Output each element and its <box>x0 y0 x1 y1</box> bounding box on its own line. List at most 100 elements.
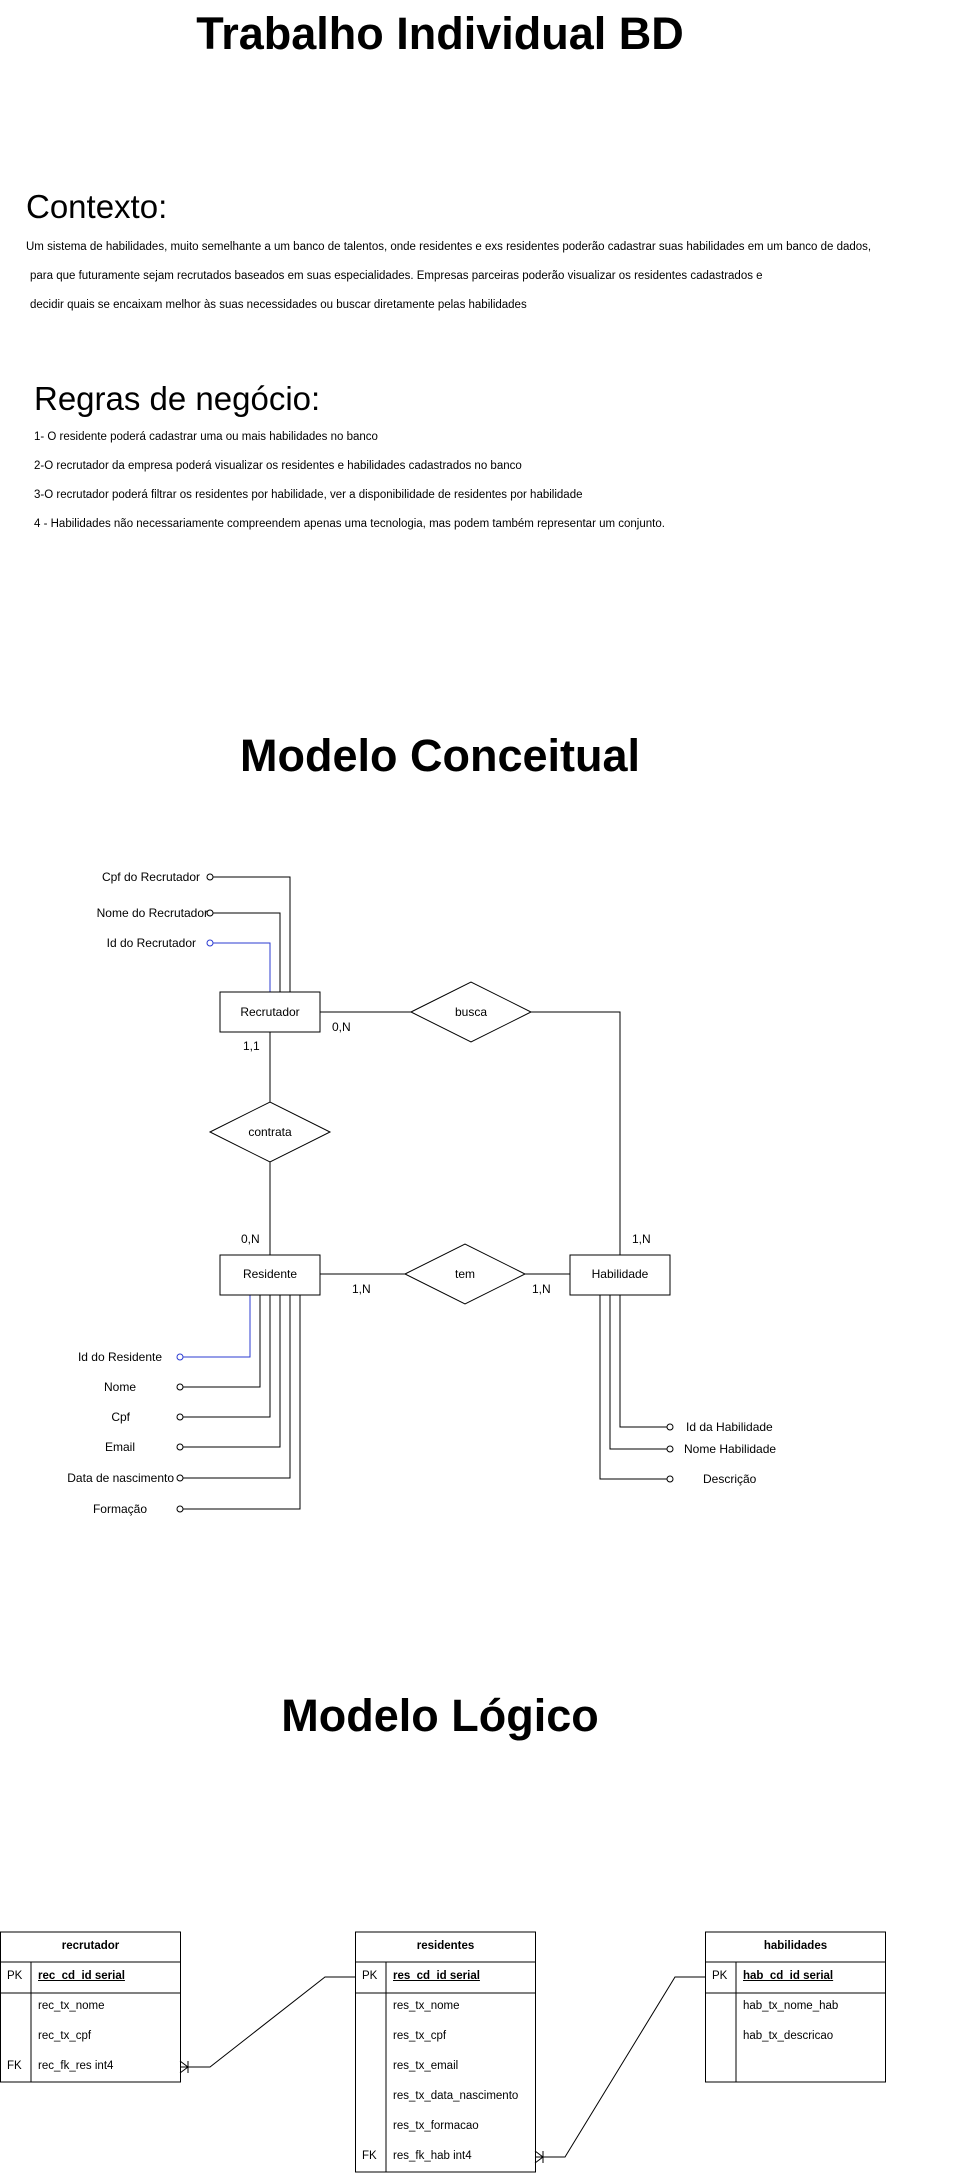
attr-line-nome <box>183 1294 261 1388</box>
entity-residente-label: Residente <box>243 1267 297 1281</box>
attr-dot-nome-recrutador <box>206 909 214 917</box>
attr-dot-cpf-recrutador <box>206 873 214 881</box>
table-recrutador-pk: rec_cd_id serial <box>38 1970 125 1982</box>
entity-recrutador-label: Recrutador <box>240 1005 299 1019</box>
fk-link-residentes-habilidades <box>535 1976 705 2158</box>
conceptual-diagram: Recrutador Residente Habilidade busca co… <box>67 870 776 1516</box>
entity-recrutador <box>219 991 321 1033</box>
context-line-2: para que futuramente sejam recrutados ba… <box>30 270 763 282</box>
entity-habilidade-label: Habilidade <box>592 1267 649 1281</box>
rules-heading: Regras de negócio: <box>34 380 321 417</box>
conceptual-model-title: Modelo Conceitual <box>239 730 640 781</box>
table-residentes-content: residentes PK res_cd_id serial res_tx_no… <box>355 1932 536 2172</box>
attr-line-descricao <box>599 1294 667 1480</box>
attr-dot-formacao <box>176 1505 184 1513</box>
table-habilidades-content: habilidades PK hab_cd_id serial hab_tx_n… <box>705 1932 886 2082</box>
rule-2: 2-O recrutador da empresa poderá visuali… <box>34 460 522 472</box>
table-residentes-col: res_tx_nome <box>393 2000 460 2012</box>
card-habilidade-tem: 1,N <box>532 1282 551 1296</box>
entity-residente <box>219 1254 321 1296</box>
attr-label-cpf: Cpf <box>111 1410 130 1424</box>
table-residentes-col: res_tx_cpf <box>393 2030 447 2042</box>
crowsfoot-residentes <box>534 2150 544 2164</box>
table-recrutador-col: rec_tx_cpf <box>38 2030 92 2042</box>
table-recrutador-title: recrutador <box>61 1940 120 1952</box>
card-residente-contrata: 0,N <box>241 1232 260 1246</box>
attr-line-data-nascimento <box>183 1294 291 1479</box>
relationship-contrata-label: contrata <box>248 1125 292 1139</box>
fk-link-recrutador-residentes <box>180 1976 355 2068</box>
logical-diagram <box>0 1931 886 2173</box>
context-line-1: Um sistema de habilidades, muito semelha… <box>26 241 872 253</box>
logical-model-title: Modelo Lógico <box>281 1690 599 1741</box>
attr-dot-nome-habilidade <box>666 1445 674 1453</box>
rule-1: 1- O residente poderá cadastrar uma ou m… <box>34 431 378 443</box>
attr-dot-cpf <box>176 1413 184 1421</box>
attr-dot-id-recrutador <box>206 939 214 947</box>
attr-label-formacao: Formação <box>93 1502 147 1516</box>
table-recrutador-col: rec_tx_nome <box>38 2000 105 2012</box>
attr-line-cpf <box>183 1294 271 1418</box>
page-title: Trabalho Individual BD <box>196 8 684 59</box>
table-habilidades-col: hab_tx_descricao <box>743 2030 834 2042</box>
table-recrutador-fk: rec_fk_res int4 <box>38 2060 114 2072</box>
table-habilidades-pk: hab_cd_id serial <box>743 1970 834 1982</box>
attr-line-email <box>183 1294 281 1448</box>
table-residentes-title: residentes <box>416 1940 475 1952</box>
attr-label-cpf-recrutador: Cpf do Recrutador <box>102 870 200 884</box>
card-residente-tem: 1,N <box>352 1282 371 1296</box>
attr-label-data-nascimento: Data de nascimento <box>67 1471 174 1485</box>
attr-dot-data-nascimento <box>176 1474 184 1482</box>
relationship-contrata <box>208 1101 332 1163</box>
card-recrutador-busca: 0,N <box>332 1020 351 1034</box>
attr-label-id-recrutador: Id do Recrutador <box>107 936 196 950</box>
fk-label: FK <box>362 2150 377 2162</box>
table-residentes <box>355 1931 536 2173</box>
pk-label: PK <box>712 1970 728 1982</box>
table-residentes-col: res_tx_email <box>393 2060 459 2072</box>
card-habilidade-busca: 1,N <box>632 1232 651 1246</box>
table-residentes-col: res_tx_formacao <box>393 2120 479 2132</box>
rule-4: 4 - Habilidades não necessariamente comp… <box>34 518 665 530</box>
attr-line-cpf-recrutador <box>213 876 291 992</box>
attr-line-nome-habilidade <box>609 1294 667 1450</box>
attr-dot-id-habilidade <box>666 1423 674 1431</box>
fk-label: FK <box>7 2060 22 2072</box>
attr-label-id-residente: Id do Residente <box>78 1350 162 1364</box>
attr-label-id-habilidade: Id da Habilidade <box>686 1420 773 1434</box>
pk-label: PK <box>7 1970 23 1982</box>
table-habilidades-title: habilidades <box>763 1940 828 1952</box>
attr-dot-email <box>176 1443 184 1451</box>
attr-label-nome-habilidade: Nome Habilidade <box>684 1442 776 1456</box>
attr-dot-nome <box>176 1383 184 1391</box>
attr-label-descricao: Descrição <box>703 1472 757 1486</box>
relationship-tem <box>403 1243 527 1305</box>
table-residentes-pk: res_cd_id serial <box>393 1970 480 1982</box>
attr-label-nome-recrutador: Nome do Recrutador <box>97 906 208 920</box>
relationship-tem-label: tem <box>455 1267 475 1281</box>
entity-habilidade <box>569 1254 671 1296</box>
table-recrutador-content: recrutador PK rec_cd_id serial rec_tx_no… <box>0 1932 181 2082</box>
attr-label-email: Email <box>105 1440 135 1454</box>
table-residentes-col: res_tx_data_nascimento <box>393 2090 519 2102</box>
attr-dot-descricao <box>666 1475 674 1483</box>
context-heading: Contexto: <box>26 188 168 225</box>
attr-line-id-residente <box>183 1294 251 1358</box>
table-residentes-fk: res_fk_hab int4 <box>393 2150 472 2162</box>
table-habilidades <box>705 1931 886 2083</box>
card-recrutador-contrata: 1,1 <box>243 1039 260 1053</box>
attr-line-id-recrutador <box>213 942 271 992</box>
relationship-busca <box>409 981 533 1043</box>
table-habilidades-col: hab_tx_nome_hab <box>743 2000 839 2012</box>
attr-line-nome-recrutador <box>213 912 281 992</box>
attr-dot-id-residente <box>176 1353 184 1361</box>
pk-label: PK <box>362 1970 378 1982</box>
link-busca-habilidade <box>531 1011 621 1255</box>
rule-3: 3-O recrutador poderá filtrar os residen… <box>34 489 583 501</box>
relationship-busca-label: busca <box>455 1005 487 1019</box>
attr-line-id-habilidade <box>619 1294 667 1428</box>
attr-label-nome: Nome <box>104 1380 136 1394</box>
crowsfoot-recrutador <box>179 2060 189 2074</box>
attr-line-formacao <box>183 1294 301 1510</box>
table-recrutador <box>0 1931 181 2083</box>
